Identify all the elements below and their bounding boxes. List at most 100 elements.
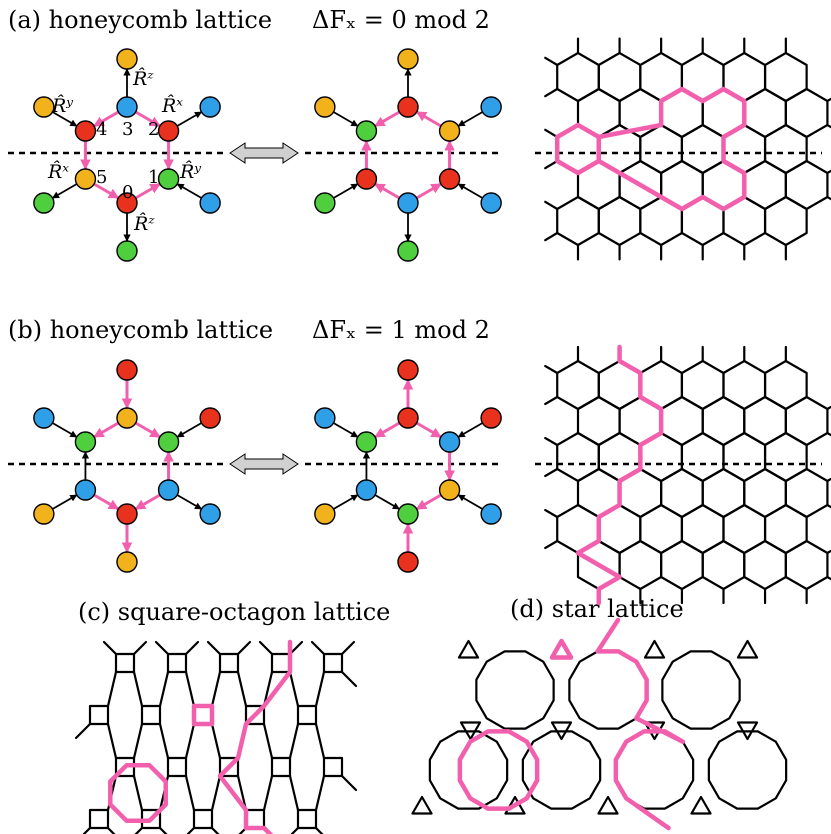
triangle-cell <box>550 721 573 741</box>
lattice-bond <box>236 670 248 708</box>
lattice-bond <box>184 722 196 760</box>
lattice-bond <box>288 670 300 708</box>
lattice-stub <box>134 826 144 834</box>
ring-arrow <box>93 110 120 128</box>
inner-site-2 <box>438 431 461 453</box>
ring-arrow <box>374 110 401 128</box>
outer-site-3 <box>116 48 138 70</box>
lattice-bond <box>184 774 196 812</box>
lattice-stub <box>82 826 92 834</box>
lattice-stub <box>544 539 559 550</box>
square-cell <box>140 704 162 726</box>
outer-site-4 <box>314 96 336 118</box>
hexagon-plaquette-diagrams <box>33 48 502 573</box>
panel-a-equation: ΔFₓ = 0 mod 2 <box>312 6 490 34</box>
spoke-arrow <box>333 494 359 510</box>
lattice-stub <box>544 436 559 447</box>
lattice-stub <box>340 640 356 656</box>
square-cell <box>218 652 240 674</box>
outer-site-5 <box>314 503 336 525</box>
inner-site-5 <box>355 168 378 190</box>
square-cell <box>166 652 188 674</box>
op-ry-site4: R̂ʸ <box>51 95 73 117</box>
triangle-cell <box>736 721 759 741</box>
site-number-5: 5 <box>96 167 107 188</box>
hexagon-cell <box>556 195 600 247</box>
lattice-stub <box>544 508 559 519</box>
spoke-arrow <box>52 494 78 510</box>
ring-arrow <box>134 182 161 200</box>
lattice-stub <box>314 826 324 834</box>
outer-site-4 <box>33 407 55 429</box>
spoke-arrow <box>51 183 78 199</box>
panel-b-equation: ΔFₓ = 1 mod 2 <box>312 316 490 344</box>
lattice-bond <box>288 774 300 812</box>
lattice-bond <box>314 774 326 812</box>
square-cell <box>296 704 318 726</box>
lattice-stub <box>154 640 170 656</box>
lattice-bond <box>314 670 326 708</box>
outer-site-1 <box>480 192 502 214</box>
dodecagon-cell <box>475 650 555 730</box>
spoke-arrow <box>176 111 203 127</box>
dodecagon-cell <box>707 730 788 810</box>
outer-site-5 <box>314 192 336 214</box>
lattice-stub <box>826 123 831 129</box>
equivalence-arrow-a <box>229 142 299 164</box>
inner-site-3 <box>397 96 419 118</box>
square-cell <box>192 704 214 726</box>
outer-site-2 <box>480 407 502 429</box>
panel-a-title: (a) honeycomb lattice <box>8 6 272 34</box>
lattice-stub <box>826 195 831 201</box>
inner-site-3 <box>397 407 419 429</box>
lattice-stub <box>258 640 274 656</box>
outer-site-1 <box>199 192 221 214</box>
inner-site-0 <box>397 503 419 525</box>
inner-site-0 <box>397 192 419 214</box>
spoke-arrow <box>333 422 359 438</box>
triangle-cell <box>690 795 712 815</box>
lattice-bond <box>132 774 144 812</box>
op-rz-top: R̂ᶻ <box>132 68 154 90</box>
site-number-4: 4 <box>96 119 107 140</box>
inner-site-2 <box>157 120 180 142</box>
outer-site-3 <box>397 48 419 70</box>
ring-arrow <box>93 493 120 511</box>
lattice-stub <box>340 774 358 792</box>
outer-site-2 <box>199 407 221 429</box>
op-rx-site5: R̂ˣ <box>47 161 69 183</box>
dodecagon-cell <box>428 730 509 810</box>
ring-arrow <box>415 182 442 200</box>
lattice-stub <box>544 159 559 170</box>
spoke-arrow <box>333 111 359 127</box>
spoke-arrow <box>333 183 359 199</box>
inner-site-5 <box>355 479 378 501</box>
outer-site-2 <box>199 96 221 118</box>
spoke-arrow <box>176 422 202 438</box>
lattice-stub <box>132 640 148 656</box>
lattice-stub <box>826 477 831 483</box>
lattice-bond <box>158 722 170 760</box>
inner-site-0 <box>116 503 138 525</box>
lattice-stub <box>74 722 92 740</box>
op-rx-site2: R̂ˣ <box>161 95 183 117</box>
ring-arrow <box>134 110 161 128</box>
inner-site-1 <box>157 479 180 501</box>
site-number-1: 1 <box>148 167 159 188</box>
square-cell <box>114 652 136 674</box>
lattice-bond <box>262 774 274 812</box>
outer-site-1 <box>199 503 221 525</box>
dodecagon-cell <box>661 650 741 730</box>
lattice-stub <box>158 826 168 834</box>
highlight-loop <box>549 638 574 660</box>
spoke-arrow <box>457 494 483 510</box>
triangle-cell <box>736 639 759 659</box>
lattice-bond <box>132 722 144 760</box>
ring-arrow <box>134 421 161 439</box>
site-number-0: 0 <box>122 182 133 203</box>
outer-site-3 <box>116 359 138 381</box>
lattice-bond <box>106 670 118 708</box>
lattice-stub <box>102 640 118 656</box>
spoke-arrow <box>457 111 483 127</box>
